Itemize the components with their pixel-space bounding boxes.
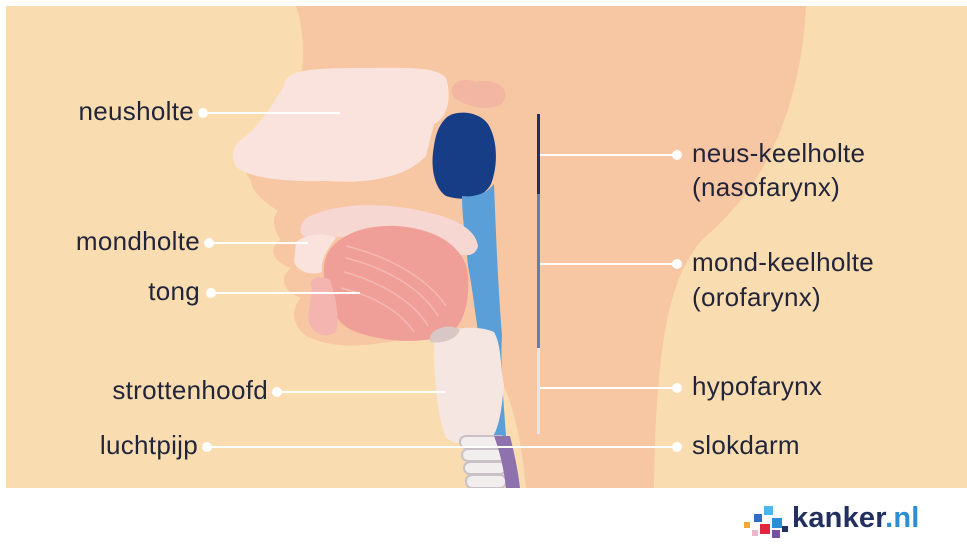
larynx-shape — [434, 328, 504, 444]
label-nasopharynx-line1: neus-keelholte — [692, 138, 865, 168]
mondholte-dot — [204, 238, 214, 248]
luchtpijp-dot — [202, 442, 212, 452]
nasopharynx-leader — [540, 154, 676, 156]
label-neusholte: neusholte — [44, 96, 194, 126]
label-hypopharynx: hypofarynx — [692, 371, 822, 401]
oropharynx-dot — [672, 259, 682, 269]
tong-dot — [206, 288, 216, 298]
nasopharynx-region — [433, 113, 496, 199]
anatomy-panel: neusholte mondholte tong strottenhoofd l… — [6, 6, 967, 488]
neusholte-leader — [202, 112, 340, 114]
logo-suffix: .nl — [885, 502, 919, 534]
kanker-nl-logo[interactable]: kanker.nl — [738, 496, 964, 542]
strottenhoofd-leader — [276, 391, 446, 393]
label-mondholte: mondholte — [24, 226, 200, 256]
tong-leader — [210, 292, 360, 294]
logo-name: kanker — [792, 502, 885, 534]
label-luchtpijp: luchtpijp — [36, 430, 198, 460]
label-strottenhoofd: strottenhoofd — [26, 375, 268, 405]
tongue-shape — [324, 226, 469, 341]
luchtpijp-leader — [206, 446, 676, 448]
segment-oropharynx — [537, 194, 540, 348]
oropharynx-leader — [540, 263, 676, 265]
strottenhoofd-dot — [272, 387, 282, 397]
hypopharynx-dot — [672, 383, 682, 393]
nasopharynx-dot — [672, 150, 682, 160]
neusholte-dot — [198, 108, 208, 118]
slokdarm-dot — [672, 442, 682, 452]
label-slokdarm: slokdarm — [692, 430, 800, 460]
mondholte-leader — [208, 242, 308, 244]
label-oropharynx-line1: mond-keelholte — [692, 247, 874, 277]
label-oropharynx-line2: (orofarynx) — [692, 282, 821, 312]
segment-hypopharynx — [537, 348, 540, 434]
logo-mark-icon — [738, 496, 792, 542]
label-tong: tong — [66, 276, 200, 306]
hypopharynx-leader — [540, 387, 676, 389]
logo-text: kanker.nl — [792, 502, 920, 535]
label-nasopharynx-line2: (nasofarynx) — [692, 172, 840, 202]
